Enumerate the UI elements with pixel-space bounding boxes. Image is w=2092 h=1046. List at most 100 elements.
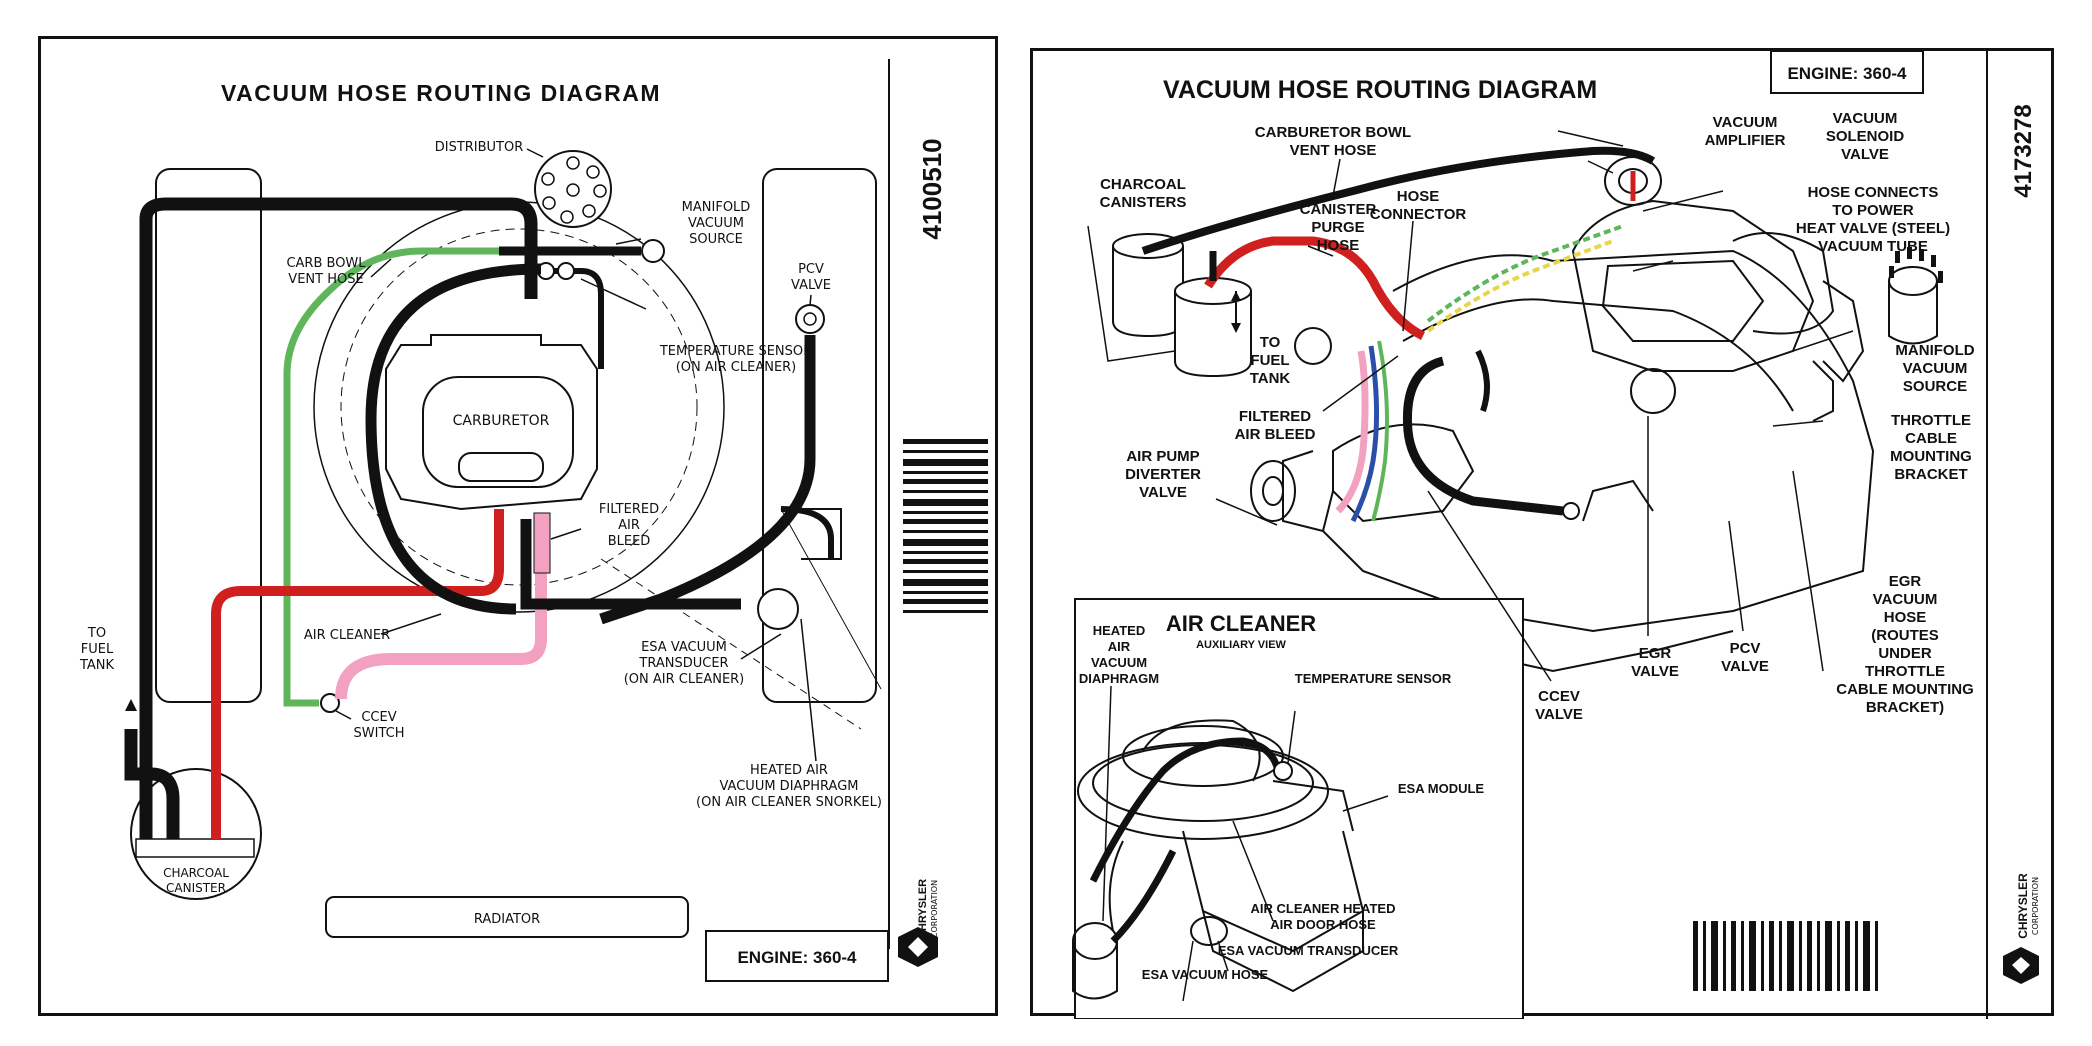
left-diagram-panel: VACUUM HOSE ROUTING DIAGRAM 4100510 CHRY… (38, 36, 998, 1016)
svg-text:THROTTLE: THROTTLE (1891, 412, 1971, 429)
svg-text:CHRYSLER: CHRYSLER (2016, 873, 2030, 939)
svg-text:RADIATOR: RADIATOR (474, 912, 540, 927)
distributor (534, 150, 612, 228)
right-diagram-panel: VACUUM HOSE ROUTING DIAGRAM ENGINE: 360-… (1030, 48, 2054, 1019)
manifold-vacuum-source (641, 239, 665, 263)
svg-text:TRANSDUCER: TRANSDUCER (638, 656, 728, 671)
svg-text:AIR DOOR HOSE: AIR DOOR HOSE (1270, 917, 1376, 932)
right-part-number: 4173278 (2010, 104, 2037, 197)
svg-text:CARB BOWL: CARB BOWL (286, 256, 366, 271)
svg-text:CANISTER: CANISTER (166, 881, 226, 895)
temperature-sensor (1273, 761, 1293, 781)
svg-text:CHRYSLER: CHRYSLER (917, 879, 929, 939)
black-hose-pcv (599, 335, 816, 625)
svg-text:AIR PUMP: AIR PUMP (1126, 448, 1199, 465)
svg-text:VACUUM: VACUUM (1873, 591, 1938, 608)
svg-text:UNDER: UNDER (1878, 645, 1932, 662)
pcv-valve (1562, 502, 1580, 520)
svg-text:FILTERED: FILTERED (599, 502, 659, 517)
black-hose-vent (139, 197, 538, 839)
svg-text:BRACKET): BRACKET) (1866, 699, 1944, 716)
snorkel-bracket (781, 508, 842, 560)
svg-text:VALVE: VALVE (1721, 658, 1769, 675)
left-diagram-svg: VACUUM HOSE ROUTING DIAGRAM 4100510 CHRY… (79, 59, 988, 982)
right-fender (762, 168, 877, 703)
svg-text:FILTERED: FILTERED (1239, 408, 1311, 425)
svg-text:PCV: PCV (798, 262, 824, 277)
engine-block (1250, 156, 1938, 673)
right-barcode (1693, 921, 1878, 991)
svg-text:CORPORATION: CORPORATION (930, 880, 939, 938)
green-hose-ccev (283, 247, 499, 707)
svg-text:CCEV: CCEV (361, 710, 396, 725)
svg-text:ESA VACUUM: ESA VACUUM (641, 640, 727, 655)
svg-text:AIR CLEANER: AIR CLEANER (304, 628, 390, 643)
ccev-switch (320, 693, 340, 713)
black-hose-bowl-vent (1141, 146, 1656, 255)
svg-text:CANISTERS: CANISTERS (1100, 194, 1187, 211)
air-cleaner-inner (340, 228, 698, 586)
svg-text:SWITCH: SWITCH (354, 726, 405, 741)
svg-text:CABLE MOUNTING: CABLE MOUNTING (1836, 681, 1974, 698)
svg-text:VALVE: VALVE (791, 278, 831, 293)
red-hose-purge (1204, 236, 1426, 341)
svg-text:HOSE: HOSE (1317, 237, 1360, 254)
svg-text:VACUUM DIAPHRAGM: VACUUM DIAPHRAGM (720, 779, 859, 794)
left-engine-box (705, 930, 889, 982)
yellow-hose (1426, 239, 1614, 333)
charcoal-canister (130, 768, 262, 900)
svg-text:ESA VACUUM TRANSDUCER: ESA VACUUM TRANSDUCER (1218, 943, 1399, 958)
svg-text:AUXILIARY VIEW: AUXILIARY VIEW (1196, 639, 1286, 651)
svg-text:(ON AIR CLEANER): (ON AIR CLEANER) (624, 672, 745, 687)
svg-text:AIR BLEED: AIR BLEED (1235, 426, 1316, 443)
svg-text:SOLENOID: SOLENOID (1826, 128, 1905, 145)
svg-text:MOUNTING: MOUNTING (1890, 448, 1972, 465)
svg-text:VALVE: VALVE (1139, 484, 1187, 501)
left-title: VACUUM HOSE ROUTING DIAGRAM (221, 80, 661, 106)
svg-text:HEAT VALVE (STEEL): HEAT VALVE (STEEL) (1796, 220, 1950, 237)
distributor (1889, 247, 1943, 283)
air-cleaner-inset (1074, 598, 1524, 1019)
svg-text:TANK: TANK (79, 658, 115, 673)
left-barcode (903, 439, 988, 613)
svg-text:MANIFOLD: MANIFOLD (1895, 342, 1974, 359)
svg-text:VALVE: VALVE (1535, 706, 1583, 723)
svg-text:FUEL: FUEL (1250, 352, 1289, 369)
svg-text:CORPORATION: CORPORATION (2031, 877, 2040, 935)
svg-text:ESA VACUUM HOSE: ESA VACUUM HOSE (1142, 967, 1269, 982)
svg-text:CARBURETOR BOWL: CARBURETOR BOWL (1255, 124, 1411, 141)
svg-text:AIR: AIR (618, 518, 640, 533)
svg-text:SOURCE: SOURCE (1903, 378, 1967, 395)
left-engine-label: ENGINE: 360-4 (737, 948, 857, 967)
left-leader-lines (335, 148, 817, 762)
svg-text:VACUUM: VACUUM (1091, 655, 1147, 670)
svg-text:HEATED AIR: HEATED AIR (750, 763, 828, 778)
svg-text:HEATED: HEATED (1093, 623, 1145, 638)
blue-hose (1350, 345, 1380, 523)
svg-text:CHARCOAL: CHARCOAL (1100, 176, 1186, 193)
svg-text:EGR: EGR (1889, 573, 1922, 590)
svg-text:HOSE CONNECTS: HOSE CONNECTS (1808, 184, 1939, 201)
charcoal-canisters (1087, 225, 1252, 378)
black-hose-fuel-tank (124, 729, 180, 839)
svg-text:AIR: AIR (1108, 639, 1131, 654)
svg-text:PURGE: PURGE (1311, 219, 1364, 236)
svg-text:PCV: PCV (1730, 640, 1761, 657)
svg-text:(ROUTES: (ROUTES (1871, 627, 1939, 644)
svg-text:CABLE: CABLE (1905, 430, 1957, 447)
svg-text:EGR: EGR (1639, 645, 1672, 662)
svg-text:TO: TO (1260, 334, 1281, 351)
svg-text:VENT HOSE: VENT HOSE (288, 272, 363, 287)
svg-text:TANK: TANK (1250, 370, 1291, 387)
svg-text:TO POWER: TO POWER (1832, 202, 1914, 219)
svg-text:(ON AIR CLEANER): (ON AIR CLEANER) (676, 360, 797, 375)
black-hose-loop (365, 263, 542, 615)
pcv-valve (795, 304, 825, 334)
svg-text:DIAPHRAGM: DIAPHRAGM (1079, 671, 1159, 686)
svg-text:VENT HOSE: VENT HOSE (1290, 142, 1377, 159)
svg-text:MANIFOLD: MANIFOLD (682, 200, 751, 215)
right-engine-box (1770, 51, 1924, 94)
right-engine-label: ENGINE: 360-4 (1787, 64, 1907, 83)
right-title: VACUUM HOSE ROUTING DIAGRAM (1163, 76, 1597, 104)
radiator (325, 896, 689, 938)
